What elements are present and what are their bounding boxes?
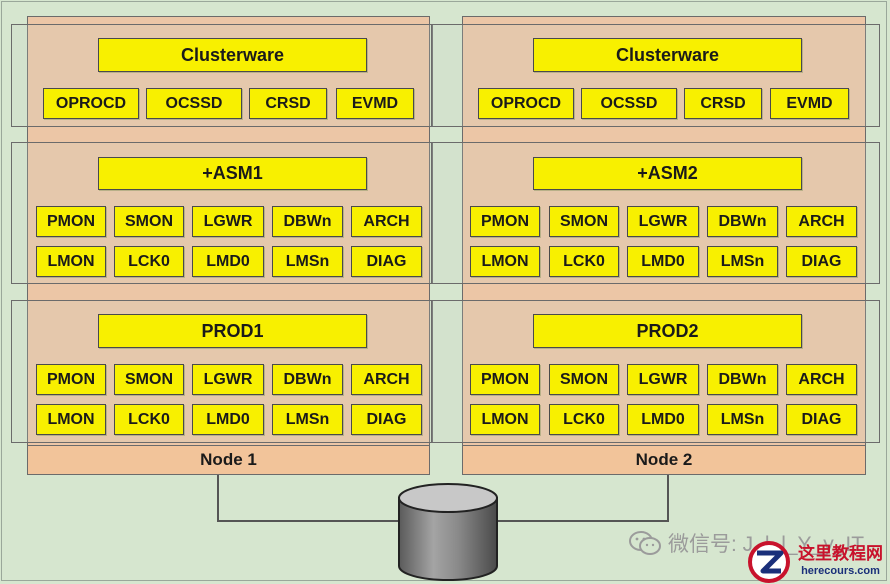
process-arch: ARCH bbox=[786, 206, 857, 237]
process-crsd: CRSD bbox=[684, 88, 762, 119]
site-watermark: 这里教程网 herecours.com bbox=[793, 540, 888, 582]
site-watermark-url: herecours.com bbox=[801, 565, 880, 577]
process-smon: SMON bbox=[549, 206, 619, 237]
db-instance-title: PROD1 bbox=[98, 314, 367, 348]
site-watermark-name: 这里教程网 bbox=[798, 544, 883, 564]
process-evmd: EVMD bbox=[770, 88, 849, 119]
process-crsd: CRSD bbox=[249, 88, 327, 119]
shared-storage-disk-icon bbox=[398, 483, 498, 581]
process-oprocd: OPROCD bbox=[478, 88, 574, 119]
asm-instance-title: +ASM1 bbox=[98, 157, 367, 190]
process-lmon: LMON bbox=[36, 246, 106, 277]
process-lmd0: LMD0 bbox=[627, 246, 699, 277]
node-label: Node 2 bbox=[463, 445, 865, 474]
process-smon: SMON bbox=[114, 364, 184, 395]
process-pmon: PMON bbox=[470, 364, 540, 395]
process-lck0: LCK0 bbox=[114, 246, 184, 277]
process-lgwr: LGWR bbox=[627, 206, 699, 237]
process-dbwn: DBWn bbox=[707, 364, 778, 395]
process-arch: ARCH bbox=[351, 364, 422, 395]
process-smon: SMON bbox=[114, 206, 184, 237]
process-dbwn: DBWn bbox=[272, 364, 343, 395]
node-label: Node 1 bbox=[28, 445, 429, 474]
process-lgwr: LGWR bbox=[192, 206, 264, 237]
process-diag: DIAG bbox=[351, 246, 422, 277]
process-arch: ARCH bbox=[786, 364, 857, 395]
process-dbwn: DBWn bbox=[272, 206, 343, 237]
process-lmd0: LMD0 bbox=[627, 404, 699, 435]
connector-node-2 bbox=[494, 520, 669, 522]
process-oprocd: OPROCD bbox=[43, 88, 139, 119]
process-dbwn: DBWn bbox=[707, 206, 778, 237]
site-logo-icon bbox=[748, 541, 790, 583]
process-pmon: PMON bbox=[470, 206, 540, 237]
clusterware-title: Clusterware bbox=[98, 38, 367, 72]
process-pmon: PMON bbox=[36, 364, 106, 395]
process-diag: DIAG bbox=[786, 246, 857, 277]
process-ocssd: OCSSD bbox=[146, 88, 242, 119]
connector-node-1 bbox=[217, 475, 219, 522]
process-evmd: EVMD bbox=[336, 88, 414, 119]
process-smon: SMON bbox=[549, 364, 619, 395]
process-lgwr: LGWR bbox=[192, 364, 264, 395]
process-lmon: LMON bbox=[470, 246, 540, 277]
process-lmsn: LMSn bbox=[707, 246, 778, 277]
process-pmon: PMON bbox=[36, 206, 106, 237]
process-diag: DIAG bbox=[351, 404, 422, 435]
asm-instance-title: +ASM2 bbox=[533, 157, 802, 190]
db-instance-title: PROD2 bbox=[533, 314, 802, 348]
process-lmsn: LMSn bbox=[272, 404, 343, 435]
process-lmon: LMON bbox=[470, 404, 540, 435]
process-lck0: LCK0 bbox=[549, 246, 619, 277]
process-lmsn: LMSn bbox=[272, 246, 343, 277]
process-lmd0: LMD0 bbox=[192, 404, 264, 435]
process-diag: DIAG bbox=[786, 404, 857, 435]
wechat-icon bbox=[629, 531, 661, 555]
connector-node-1 bbox=[217, 520, 400, 522]
process-lmon: LMON bbox=[36, 404, 106, 435]
process-lck0: LCK0 bbox=[114, 404, 184, 435]
connector-node-2 bbox=[667, 475, 669, 522]
process-lgwr: LGWR bbox=[627, 364, 699, 395]
process-ocssd: OCSSD bbox=[581, 88, 677, 119]
clusterware-title: Clusterware bbox=[533, 38, 802, 72]
process-lmsn: LMSn bbox=[707, 404, 778, 435]
process-lck0: LCK0 bbox=[549, 404, 619, 435]
process-lmd0: LMD0 bbox=[192, 246, 264, 277]
process-arch: ARCH bbox=[351, 206, 422, 237]
